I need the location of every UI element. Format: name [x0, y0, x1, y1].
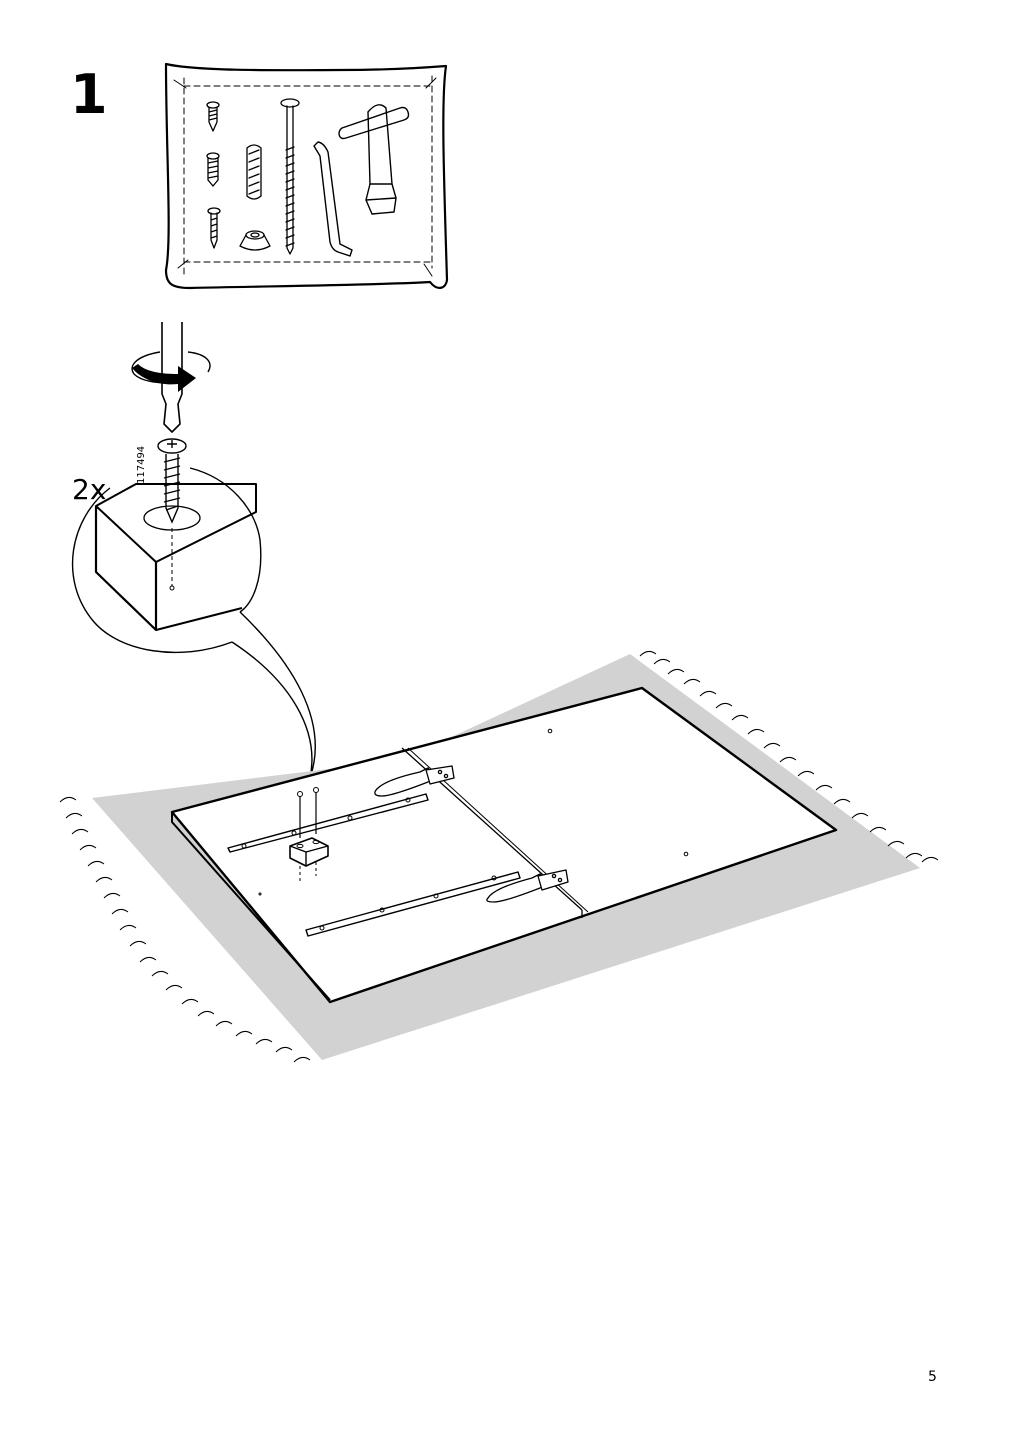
tabletop-panel-icon: [170, 686, 838, 1004]
hinge-icon: [374, 765, 569, 903]
wood-block-icon: [94, 483, 257, 632]
detail-callout: [71, 467, 316, 779]
page-number: 5: [928, 1369, 937, 1385]
quantity-label: 2x: [72, 473, 107, 506]
tools-bag-icon: [164, 62, 449, 290]
part-number-label: 117494: [136, 445, 147, 484]
block-on-tabletop: [289, 787, 329, 882]
rotate-clockwise-icon: [131, 351, 211, 392]
step-number: 1: [70, 63, 108, 126]
screw-icon: [157, 438, 187, 524]
